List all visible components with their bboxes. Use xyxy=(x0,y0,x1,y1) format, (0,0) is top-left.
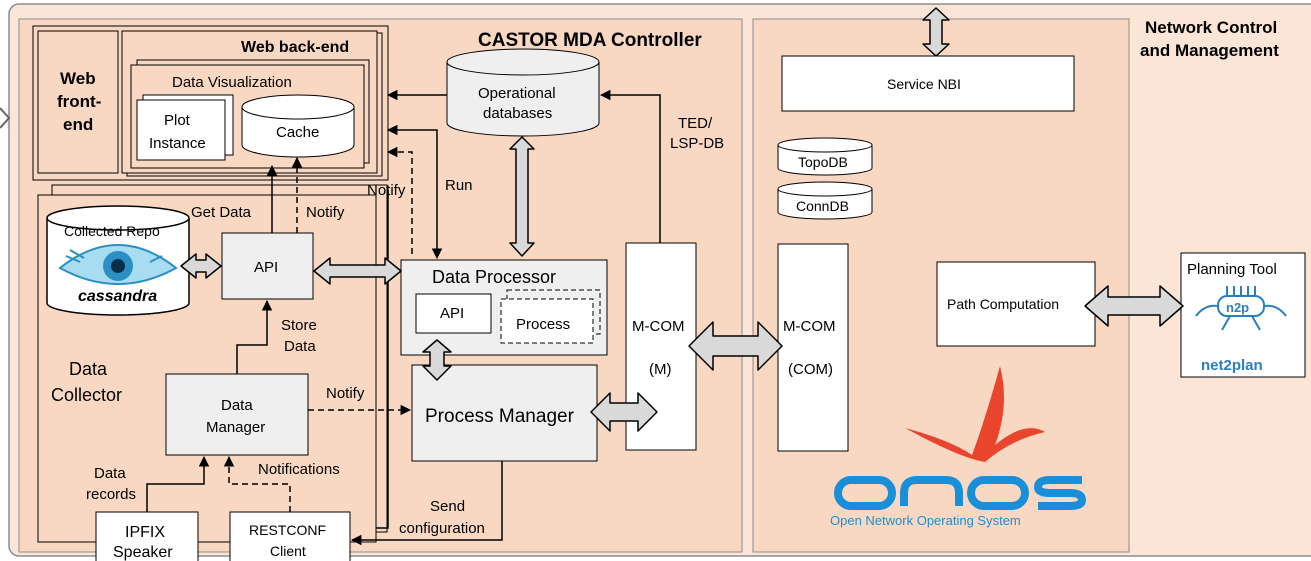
operational-db-label-2: databases xyxy=(483,105,552,122)
data-manager-box xyxy=(165,373,309,456)
web-backend-label: Web back-end xyxy=(241,39,349,56)
label-notify-api: Notify xyxy=(306,204,345,221)
process-manager-box xyxy=(411,364,598,462)
data-processor-label: Data Processor xyxy=(432,267,556,287)
onos-subtitle: Open Network Operating System xyxy=(830,513,1021,528)
mcom-com-box xyxy=(777,243,849,452)
cassandra-label: cassandra xyxy=(78,288,157,305)
data-manager-label-2: Manager xyxy=(206,419,265,436)
label-data-records-2: records xyxy=(86,486,136,503)
plot-instance-box xyxy=(136,99,226,161)
data-collector-label-2: Collector xyxy=(51,385,122,405)
connectors xyxy=(146,89,661,546)
mda-title: CASTOR MDA Controller xyxy=(478,30,702,51)
dp-process-label: Process xyxy=(516,316,570,333)
conndb-db xyxy=(777,181,873,220)
n2p-label: n2p xyxy=(1226,300,1249,315)
label-ted-2: LSP-DB xyxy=(670,135,724,152)
dp-api-label: API xyxy=(440,305,464,322)
ipfix-label-1: IPFIX xyxy=(125,524,165,541)
web-frontend-label-3: end xyxy=(63,115,93,134)
label-send-1: Send xyxy=(430,498,465,515)
mcom-m-label-2: (M) xyxy=(649,361,672,378)
net2plan-label: net2plan xyxy=(1201,357,1263,374)
dp-process-box xyxy=(500,298,594,344)
topodb-db xyxy=(777,137,873,176)
data-manager-label-1: Data xyxy=(221,397,253,414)
dp-api-box xyxy=(415,293,492,334)
cache-db xyxy=(241,94,355,158)
restconf-label-1: RESTCONF xyxy=(249,522,326,538)
api-box xyxy=(221,232,314,300)
topodb-label: TopoDB xyxy=(798,154,848,170)
network-title-2: and Management xyxy=(1140,41,1279,60)
service-nbi-label: Service NBI xyxy=(887,76,961,92)
operational-db-label-1: Operational xyxy=(478,85,556,102)
data-collector-label-1: Data xyxy=(69,359,108,379)
mcom-m-label-1: M-COM xyxy=(632,318,685,335)
label-notify-top: Notify xyxy=(367,182,406,199)
mcom-com-label-2: (COM) xyxy=(788,361,833,378)
data-vis-label: Data Visualization xyxy=(172,74,292,91)
network-title-1: Network Control xyxy=(1145,18,1277,37)
web-frontend-box xyxy=(37,30,119,174)
mcom-com-label-1: M-COM xyxy=(783,318,836,335)
left-edge-arrow xyxy=(0,107,11,129)
plot-instance-label-1: Plot xyxy=(164,112,191,129)
label-run: Run xyxy=(445,177,473,194)
operational-db xyxy=(446,48,600,137)
label-store-1: Store xyxy=(281,317,317,334)
process-manager-label: Process Manager xyxy=(425,406,575,427)
label-send-2: configuration xyxy=(399,520,485,537)
planning-tool-label: Planning Tool xyxy=(1187,261,1277,278)
label-notifications: Notifications xyxy=(258,461,340,478)
label-data-records-1: Data xyxy=(94,465,126,482)
label-get-data: Get Data xyxy=(191,204,252,221)
block-arrows xyxy=(180,7,1184,432)
service-nbi-box xyxy=(781,55,1075,112)
api-label: API xyxy=(254,259,278,276)
cache-label: Cache xyxy=(276,124,319,141)
collected-repo-label: Collected Repo xyxy=(64,223,160,239)
net2plan-icon xyxy=(1195,286,1287,331)
ipfix-label-2: Speaker xyxy=(113,544,173,561)
label-store-2: Data xyxy=(284,338,316,355)
onos-wordmark xyxy=(834,476,1087,510)
path-computation-box xyxy=(936,261,1096,347)
web-outer-frame xyxy=(32,25,389,181)
web-frontend-label-2: front- xyxy=(57,92,101,111)
label-notify-dm: Notify xyxy=(326,385,365,402)
web-frontend-label-1: Web xyxy=(60,69,96,88)
onos-bird-icon xyxy=(905,366,1045,462)
conndb-label: ConnDB xyxy=(796,198,849,214)
cassandra-eye-icon xyxy=(58,244,178,285)
label-ted-1: TED/ xyxy=(678,115,713,132)
path-computation-label: Path Computation xyxy=(947,296,1059,312)
plot-instance-label-2: Instance xyxy=(149,135,206,152)
restconf-label-2: Client xyxy=(270,543,306,559)
